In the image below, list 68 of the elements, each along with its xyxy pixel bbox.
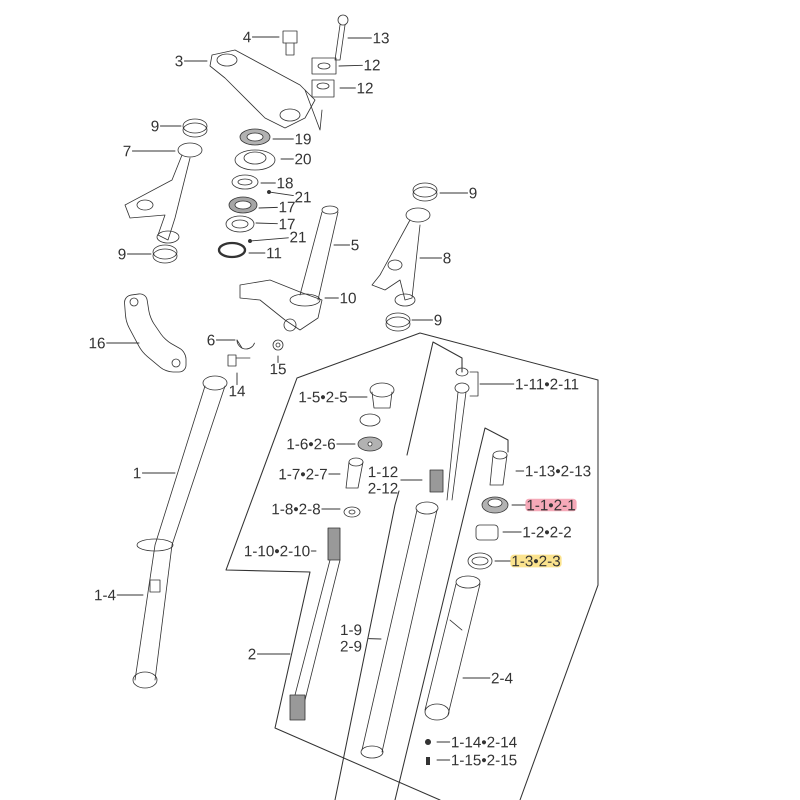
- callout-number: 21: [295, 192, 311, 202]
- callout-number: 9: [434, 314, 442, 326]
- leader-line: [368, 638, 382, 640]
- callout-number: 14: [230, 386, 246, 396]
- callout-number: 1-2•2-2: [523, 526, 571, 538]
- callout-number: 9: [470, 188, 477, 198]
- callout-number: 3: [175, 56, 183, 66]
- leader-line: [310, 550, 316, 552]
- leader-line: [252, 36, 280, 38]
- callout-number: 9: [118, 248, 126, 260]
- callout-number: 1-4: [95, 590, 116, 600]
- leader-line: [334, 244, 350, 246]
- leader-line: [516, 470, 524, 472]
- callout-number: 7: [124, 146, 130, 156]
- callout-number: 9: [151, 120, 159, 132]
- leader-line: [256, 222, 278, 224]
- leader-line: [270, 192, 294, 196]
- leader-line: [440, 192, 468, 194]
- leader-line: [512, 504, 526, 506]
- callout-number: 2-4: [492, 672, 513, 684]
- callout-number: 13: [374, 32, 389, 44]
- leader-line: [348, 396, 368, 398]
- callout-number: 1-13•2-13: [526, 466, 590, 476]
- callout-number: 1-14•2-14: [452, 736, 517, 748]
- callout-number: 1-8•2-8: [272, 504, 320, 514]
- callout-number: 11: [267, 248, 282, 258]
- callout-number: 1-12 2-12: [368, 466, 398, 494]
- leader-line: [116, 594, 144, 596]
- leader-line: [494, 560, 511, 562]
- callout-number: 12: [358, 82, 373, 94]
- callout-number: 18: [278, 178, 293, 188]
- callout-number: 1-10•2-10: [245, 546, 310, 556]
- callout-number: 1-15•2-15: [452, 754, 516, 766]
- callout-number: 5: [351, 240, 359, 250]
- callout-number: 1-6•2-6: [287, 438, 335, 450]
- callout-number: 2: [248, 648, 256, 660]
- leader-line: [272, 138, 294, 140]
- callout-number: 1-1•2-1: [525, 498, 577, 512]
- callout-number: 19: [296, 134, 311, 144]
- callout-number: 1-11•2-11: [516, 378, 578, 390]
- callout-number: 21: [290, 232, 306, 242]
- callout-number: 4: [243, 32, 251, 42]
- callout-number: 17: [280, 218, 295, 230]
- leader-line: [236, 372, 238, 386]
- leader-line: [132, 150, 176, 152]
- callout-number: 16: [90, 338, 105, 348]
- callout-number: 1-7•2-7: [279, 468, 327, 480]
- leader-line: [280, 158, 294, 160]
- callout-number: 1-3•2-3: [510, 554, 562, 568]
- leader-line: [260, 182, 276, 184]
- callout-number: 8: [443, 252, 451, 264]
- leader-line: [106, 342, 140, 344]
- leader-line: [248, 252, 266, 254]
- leader-line: [252, 237, 289, 242]
- callout-number: 1-9 2-9: [340, 624, 362, 652]
- leader-line: [338, 64, 363, 66]
- callout-number: 20: [295, 154, 311, 164]
- callout-number: 17: [280, 202, 295, 212]
- leader-line: [258, 206, 278, 208]
- leader-line: [321, 508, 340, 510]
- callout-number: 10: [340, 292, 356, 304]
- leader-line: [184, 60, 208, 62]
- callout-number: 6: [208, 334, 215, 346]
- callout-number: 12: [364, 60, 380, 70]
- callout-number: 15: [270, 364, 286, 374]
- callout-number: 1: [134, 468, 140, 478]
- leader-line: [142, 472, 176, 474]
- callout-number: 1-5•2-5: [299, 392, 348, 402]
